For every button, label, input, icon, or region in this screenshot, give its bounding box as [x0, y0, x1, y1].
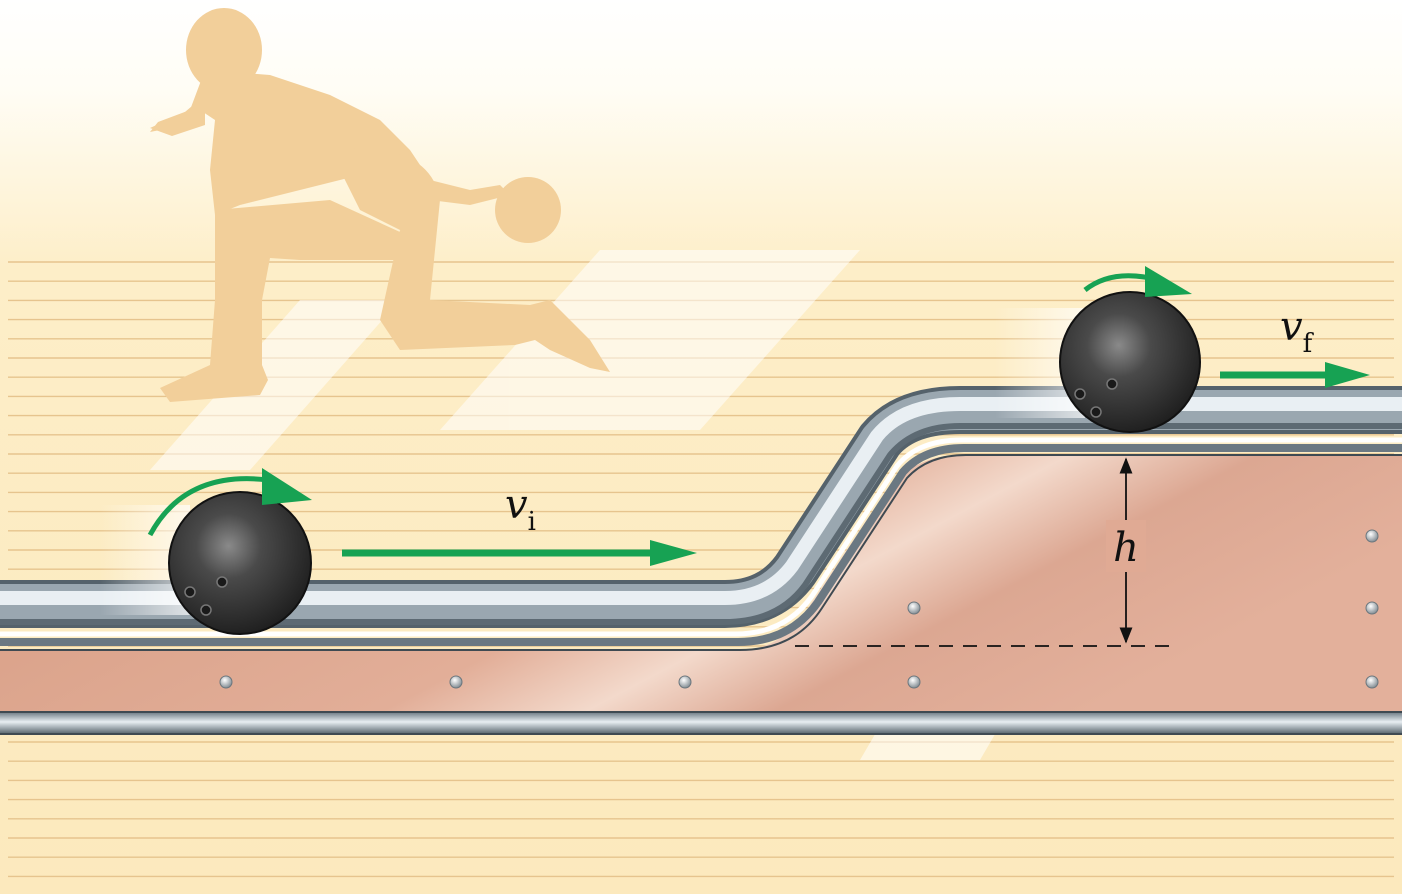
final-velocity-label: vf [1280, 304, 1315, 359]
rivet-icon [907, 675, 921, 689]
rotation-arrow-final [1083, 273, 1151, 292]
rivet-icon [678, 675, 692, 689]
rivet-icon [219, 675, 233, 689]
rivet-icon [1365, 529, 1379, 543]
bowling-ball-final [1059, 291, 1201, 433]
finger-holes-icon [184, 576, 228, 616]
initial-velocity-label: vi [505, 482, 536, 537]
rivet-icon [1365, 601, 1379, 615]
rotation-arrow-initial [147, 476, 269, 537]
rivet-icon [907, 601, 921, 615]
rivet-icon [449, 675, 463, 689]
bottom-rail [0, 712, 1402, 734]
finger-holes-icon [1074, 378, 1118, 418]
rivets [219, 529, 1379, 689]
bowler-silhouette [150, 8, 610, 402]
height-label: h [1113, 525, 1139, 571]
rivet-icon [1365, 675, 1379, 689]
bowling-ball-initial [168, 491, 312, 635]
